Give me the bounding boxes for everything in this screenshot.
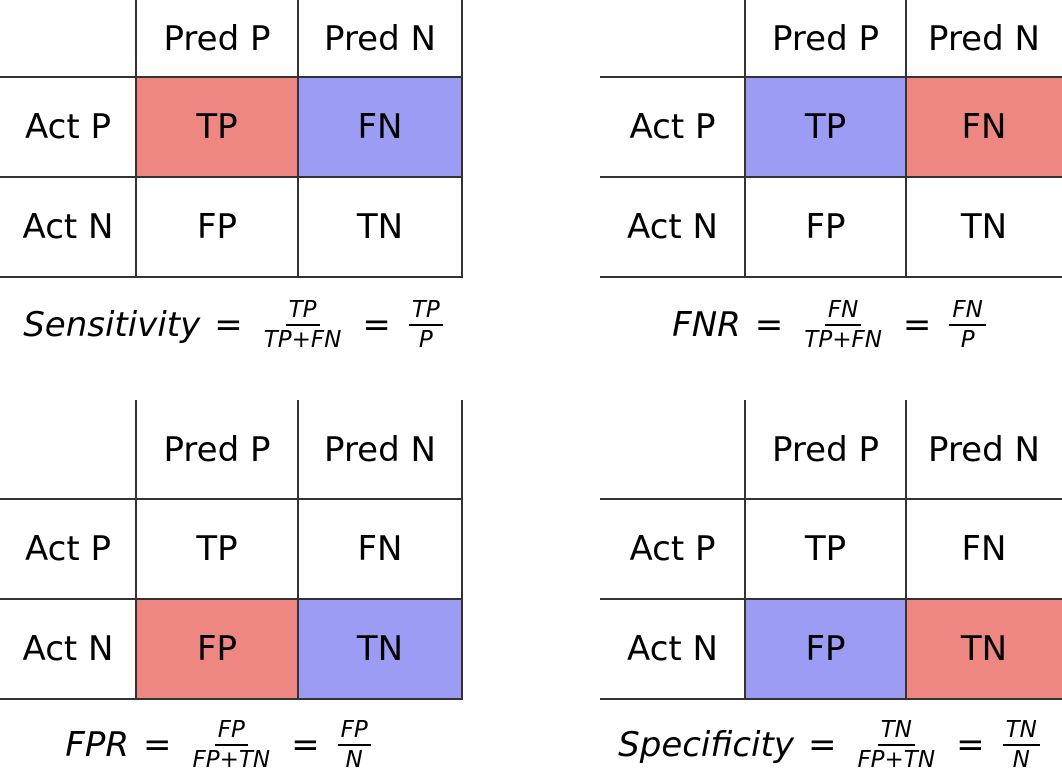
formula-lhs: Sensitivity [23,305,201,345]
cell-fp: FP [196,207,238,247]
fraction-numerator: TP [408,298,443,326]
col-header-pred-p: Pred P [163,429,271,470]
cell-tp: TP [196,529,238,569]
formula-lhs: FPR [65,725,129,765]
confusion-panel-fnr: TP FN FP TN Pred P Pred N Act P Act N FN… [600,0,1062,360]
cell-fn: FN [357,529,403,569]
cell-tp: TP [745,77,906,177]
grid-line [0,276,462,278]
col-header-pred-n: Pred N [324,429,436,470]
cell-tn: TN [356,207,404,247]
grid-line [744,0,746,278]
fraction-numerator: FP [337,718,371,746]
col-header-pred-p: Pred P [772,18,879,59]
cell-fn: FN [906,77,1062,177]
row-header-act-n: Act N [22,207,114,247]
col-header-pred-n: Pred N [928,429,1040,470]
row-header-act-n: Act N [627,207,718,247]
grid-line [0,598,462,600]
confusion-panel-specificity: TP FN FP TN Pred P Pred N Act P Act N Sp… [600,400,1062,780]
grid-line [461,400,463,700]
fraction-numerator: TN [1002,718,1040,746]
grid-line [135,0,137,278]
equals-sign: = [142,725,172,765]
fraction-denominator: FP+TN [857,747,936,773]
grid-line [600,498,1062,500]
row-header-act-p: Act P [629,107,716,147]
col-header-pred-p: Pred P [163,18,271,59]
equals-sign: = [214,305,243,345]
grid-line [297,0,299,278]
cell-tp: TP [136,77,298,177]
grid-line [297,400,299,700]
cell-fn: FN [298,77,462,177]
grid-line [0,76,462,78]
fraction-denominator: N [345,747,363,773]
confusion-panel-sensitivity: TP FN FP TN Pred P Pred N Act P Act N Se… [0,0,470,360]
grid-line [0,698,462,700]
grid-line [0,498,462,500]
fraction-numerator: TN [877,718,915,746]
cell-tn: TN [298,599,462,699]
formula-lhs: Specificity [618,725,794,765]
fraction-denominator: P [418,327,433,353]
fraction-numerator: FN [824,298,862,326]
equals-sign: = [902,305,932,345]
grid-line [744,400,746,700]
cell-fn: FN [961,529,1007,569]
fraction-denominator: TP+FN [804,327,882,353]
equals-sign: = [807,725,837,765]
row-header-act-p: Act P [629,529,716,569]
fraction-denominator: FP+TN [192,747,271,773]
grid-line [461,0,463,278]
fraction-numerator: FP [214,718,248,746]
col-header-pred-p: Pred P [772,429,879,470]
fraction-numerator: FN [949,298,986,326]
grid-line [600,276,1062,278]
grid-line [905,0,907,278]
cell-tp: TP [804,529,847,569]
grid-line [905,400,907,700]
row-header-act-p: Act P [25,107,111,147]
equals-sign: = [362,305,391,345]
equals-sign: = [291,725,320,765]
fraction-numerator: TP [285,298,320,326]
cell-fp: FP [805,207,846,247]
equals-sign: = [754,305,784,345]
formula-lhs: FNR [672,305,741,345]
col-header-pred-n: Pred N [928,18,1040,59]
row-header-act-n: Act N [627,629,718,669]
cell-fp: FP [136,599,298,699]
fraction-denominator: P [960,327,975,353]
fraction-denominator: N [1012,747,1030,773]
row-header-act-p: Act P [25,529,111,569]
col-header-pred-n: Pred N [324,18,436,59]
fraction-denominator: TP+FN [263,327,342,353]
equals-sign: = [956,725,985,765]
confusion-panel-fpr: TP FN FP TN Pred P Pred N Act P Act N FP… [0,400,470,780]
grid-line [600,598,1062,600]
grid-line [600,76,1062,78]
grid-line [0,176,462,178]
cell-tn: TN [906,599,1062,699]
cell-fp: FP [745,599,906,699]
row-header-act-n: Act N [22,629,114,669]
grid-line [600,176,1062,178]
grid-line [600,698,1062,700]
cell-tn: TN [960,207,1008,247]
grid-line [135,400,137,700]
